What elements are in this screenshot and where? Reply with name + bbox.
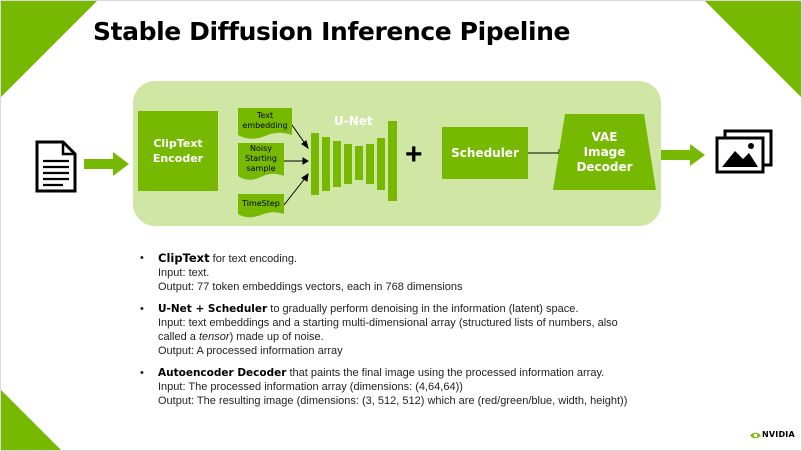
bullet-text: that paints the final image using the pr… — [286, 367, 605, 379]
unet-layer — [322, 137, 330, 191]
scheduler-label: Scheduler — [451, 146, 519, 160]
noisy-sample-line3: sample — [246, 164, 276, 173]
bullet-line: called a tensor) made up of noise. — [158, 330, 778, 344]
unet-layer — [388, 121, 397, 201]
bullet-text: for text encoding. — [209, 253, 298, 265]
vae-decoder-label: VAE Image Decoder — [553, 130, 656, 175]
bullet-lead: ClipText — [158, 251, 210, 265]
document-icon — [35, 140, 77, 193]
images-icon — [715, 129, 773, 174]
nvidia-logo-text: NVIDIA — [762, 430, 795, 439]
corner-decoration-top-left — [1, 1, 97, 97]
input-arrow — [84, 152, 129, 176]
cliptext-encoder-box: ClipText Encoder — [138, 111, 218, 191]
unet-layer — [333, 141, 341, 187]
vae-label-line1: VAE — [591, 130, 618, 144]
scheduler-box: Scheduler — [442, 127, 528, 179]
cliptext-label-line1: ClipText — [153, 137, 203, 150]
noisy-sample-line1: Noisy — [249, 144, 272, 153]
plus-symbol: + — [405, 138, 423, 171]
unet-label: U-Net — [334, 114, 373, 128]
nvidia-eye-icon — [750, 432, 761, 439]
bullet-line: Output: A processed information array — [158, 345, 343, 357]
unet-layer — [366, 144, 374, 184]
bullet-line: Input: text embeddings and a starting mu… — [158, 317, 618, 329]
bullet-list: • ClipText for text encoding. Input: tex… — [138, 251, 778, 416]
bullet-line: Input: The processed information array (… — [158, 381, 463, 393]
cliptext-label-line2: Encoder — [152, 152, 204, 165]
bullet-line: Output: 77 token embeddings vectors, eac… — [158, 281, 463, 293]
bullet-autoencoder: • Autoencoder Decoder that paints the fi… — [138, 366, 778, 408]
timestep-label: TimeStep — [242, 199, 280, 208]
bullet-text: ) made up of noise. — [229, 331, 324, 343]
bullet-italic: tensor — [198, 331, 230, 343]
unet-layer — [377, 138, 385, 190]
noisy-sample-line2: Starting — [245, 154, 277, 163]
output-arrow — [661, 144, 705, 166]
vae-decoder-shape — [553, 114, 656, 190]
corner-decoration-top-right — [705, 1, 801, 97]
bullet-cliptext: • ClipText for text encoding. Input: tex… — [138, 251, 778, 294]
text-embedding-line1: Text — [256, 111, 274, 120]
bullet-line: Output: The resulting image (dimensions:… — [158, 395, 628, 407]
text-embedding-line2: embedding — [242, 121, 288, 130]
unet-input-arrows — [283, 124, 309, 206]
unet-layer — [311, 133, 319, 195]
bullet-line: Input: text. — [158, 267, 210, 279]
vae-label-line3: Decoder — [576, 160, 633, 174]
bullet-text: to gradually perform denoising in the in… — [267, 303, 579, 315]
bullet-lead: U-Net + Scheduler — [158, 303, 268, 315]
noisy-sample-doc: Noisy Starting sample — [238, 143, 284, 181]
vae-label-line2: Image — [583, 145, 626, 159]
bullet-unet-scheduler: • U-Net + Scheduler to gradually perform… — [138, 302, 778, 358]
unet-layer — [355, 146, 363, 180]
bullet-text: called a — [158, 331, 199, 343]
bullet-lead: Autoencoder Decoder — [158, 367, 287, 379]
text-embedding-doc: Text embedding — [238, 108, 292, 140]
corner-decoration-bottom-left — [1, 390, 61, 450]
slide-title: Stable Diffusion Inference Pipeline — [93, 17, 571, 46]
timestep-doc: TimeStep — [238, 194, 284, 218]
unet-layer — [344, 144, 352, 184]
